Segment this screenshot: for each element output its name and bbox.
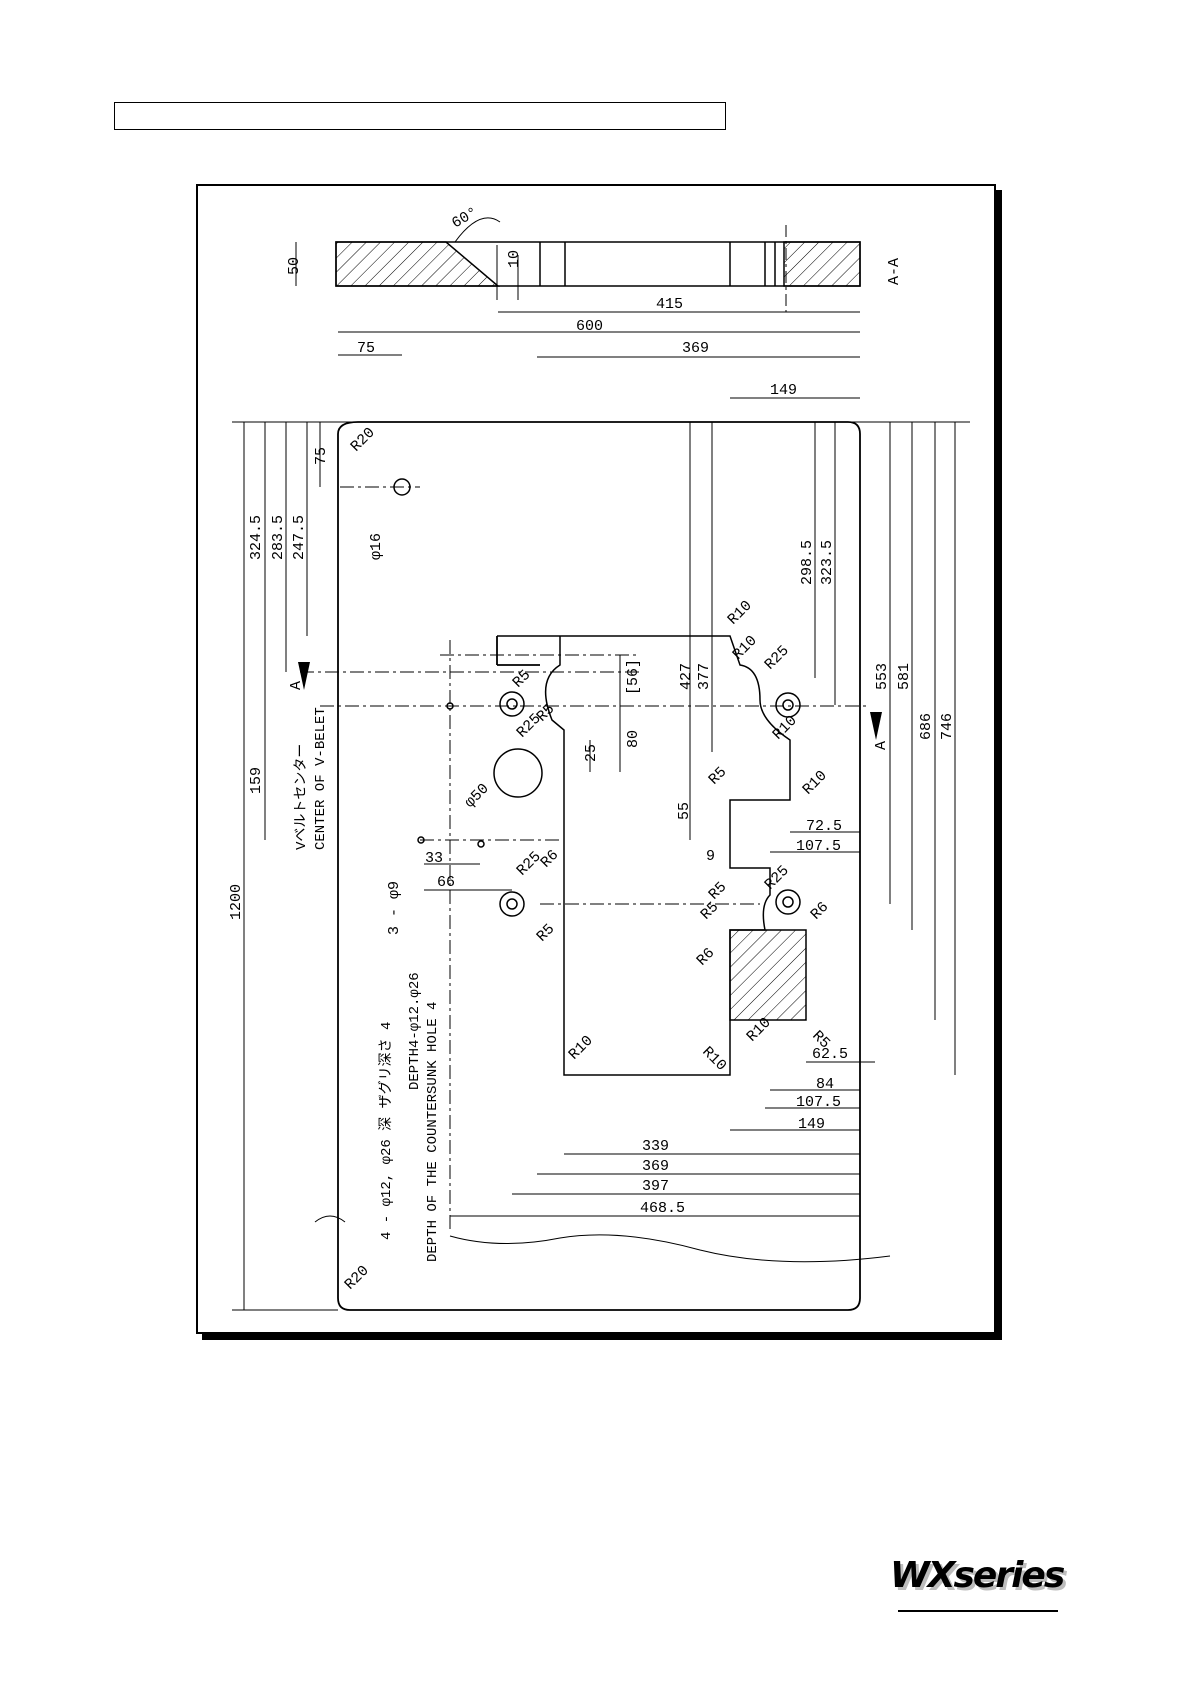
hole-bl-inner bbox=[506, 898, 518, 910]
radius-r10-c: R10 bbox=[770, 712, 801, 743]
radius-r6-c: R6 bbox=[694, 945, 719, 970]
radius-r10-d: R10 bbox=[800, 767, 831, 798]
dim-746: 746 bbox=[939, 713, 956, 740]
title-box bbox=[114, 102, 726, 130]
dimension-lines bbox=[232, 242, 970, 1311]
dim-247-5: 247.5 bbox=[291, 515, 308, 560]
note-hole-jp: 4 - φ12, φ26 深 ザグリ深さ 4 bbox=[378, 1022, 395, 1240]
plate-outline bbox=[337, 421, 861, 1311]
radius-r5-c: R5 bbox=[706, 764, 731, 789]
section-label: A-A bbox=[886, 258, 903, 285]
radius-r5-d: R5 bbox=[534, 921, 559, 946]
section-mark-left: A bbox=[288, 681, 305, 690]
hole-phi50 bbox=[493, 748, 543, 798]
dim-thickness: 50 bbox=[286, 257, 303, 275]
hole-br-inner bbox=[782, 896, 794, 908]
drawing-frame bbox=[196, 184, 996, 1334]
note-vbelt-jp: Vベルトセンター bbox=[293, 744, 310, 850]
dim-581: 581 bbox=[896, 663, 913, 690]
dim-66: 66 bbox=[437, 874, 455, 891]
dim-397: 397 bbox=[642, 1178, 669, 1195]
dim-107-5b: 107.5 bbox=[796, 1094, 841, 1111]
dim-159: 159 bbox=[248, 767, 265, 794]
radius-r5-a: R5 bbox=[510, 667, 535, 692]
dim-depth: 10 bbox=[506, 250, 523, 268]
radius-r25-d: R25 bbox=[514, 848, 545, 879]
dim-415: 415 bbox=[656, 296, 683, 313]
dim-25: 25 bbox=[583, 744, 600, 762]
radius-r10-e: R10 bbox=[566, 1032, 597, 1063]
dim-369-bottom: 369 bbox=[642, 1158, 669, 1175]
dim-149-top: 149 bbox=[770, 382, 797, 399]
section-view bbox=[335, 217, 861, 312]
dim-62-5: 62.5 bbox=[812, 1046, 848, 1063]
dim-56: [56] bbox=[625, 659, 642, 695]
dim-369-top: 369 bbox=[682, 340, 709, 357]
dim-107-5a: 107.5 bbox=[796, 838, 841, 855]
note-hole-en1: DEPTH4-φ12.φ26 bbox=[407, 972, 423, 1090]
section-arrow-left bbox=[298, 662, 310, 690]
dim-55: 55 bbox=[676, 802, 693, 820]
dim-686: 686 bbox=[918, 713, 935, 740]
logo-underline bbox=[898, 1610, 1058, 1612]
dim-75-top: 75 bbox=[357, 340, 375, 357]
logo-text: WXseries bbox=[890, 1555, 1065, 1596]
radius-r20-bottom: R20 bbox=[342, 1262, 373, 1293]
dim-339: 339 bbox=[642, 1138, 669, 1155]
dim-323-5: 323.5 bbox=[819, 540, 836, 585]
note-vbelt-en: CENTER OF V-BELET bbox=[313, 707, 329, 850]
wx-series-logo: WXseries bbox=[890, 1555, 1065, 1615]
dim-553: 553 bbox=[874, 663, 891, 690]
hole-tl-inner bbox=[506, 698, 518, 710]
holes bbox=[393, 478, 801, 917]
hatched-region bbox=[729, 929, 807, 1021]
label-3-phi9: 3 - φ9 bbox=[386, 881, 403, 935]
dim-72-5: 72.5 bbox=[806, 818, 842, 835]
radius-r25-c: R25 bbox=[762, 862, 793, 893]
hole-phi9-c bbox=[477, 840, 485, 848]
dim-468-5: 468.5 bbox=[640, 1200, 685, 1217]
radius-r10-b: R10 bbox=[730, 632, 761, 663]
note-hole-en2: DEPTH OF THE COUNTERSUNK HOLE 4 bbox=[425, 1002, 441, 1262]
dim-84: 84 bbox=[816, 1076, 834, 1093]
center-lines bbox=[300, 486, 870, 1230]
radius-r10-a: R10 bbox=[725, 597, 756, 628]
dim-283-5: 283.5 bbox=[270, 515, 287, 560]
break-line bbox=[314, 1215, 891, 1263]
dim-427: 427 bbox=[678, 663, 695, 690]
radius-r25-a: R25 bbox=[762, 642, 793, 673]
dim-1200: 1200 bbox=[228, 884, 245, 920]
dim-149-right: 149 bbox=[798, 1116, 825, 1133]
dim-33: 33 bbox=[425, 850, 443, 867]
section-mark-right: A bbox=[873, 741, 890, 750]
dim-377: 377 bbox=[696, 663, 713, 690]
hole-tr-inner bbox=[782, 699, 794, 711]
label-phi50: φ50 bbox=[462, 780, 493, 811]
dim-9: 9 bbox=[706, 848, 715, 865]
radius-r10-f: R10 bbox=[698, 1044, 729, 1075]
radius-r20-top: R20 bbox=[348, 424, 379, 455]
dim-324-5: 324.5 bbox=[248, 515, 265, 560]
section-arrow-right bbox=[870, 712, 882, 740]
chamfer-angle: 60° bbox=[449, 204, 481, 232]
radius-r6-b: R6 bbox=[808, 899, 833, 924]
label-phi16: φ16 bbox=[368, 533, 385, 560]
dim-298-5: 298.5 bbox=[799, 540, 816, 585]
dim-75-left: 75 bbox=[313, 447, 330, 465]
dim-80: 80 bbox=[625, 730, 642, 748]
dim-600: 600 bbox=[576, 318, 603, 335]
